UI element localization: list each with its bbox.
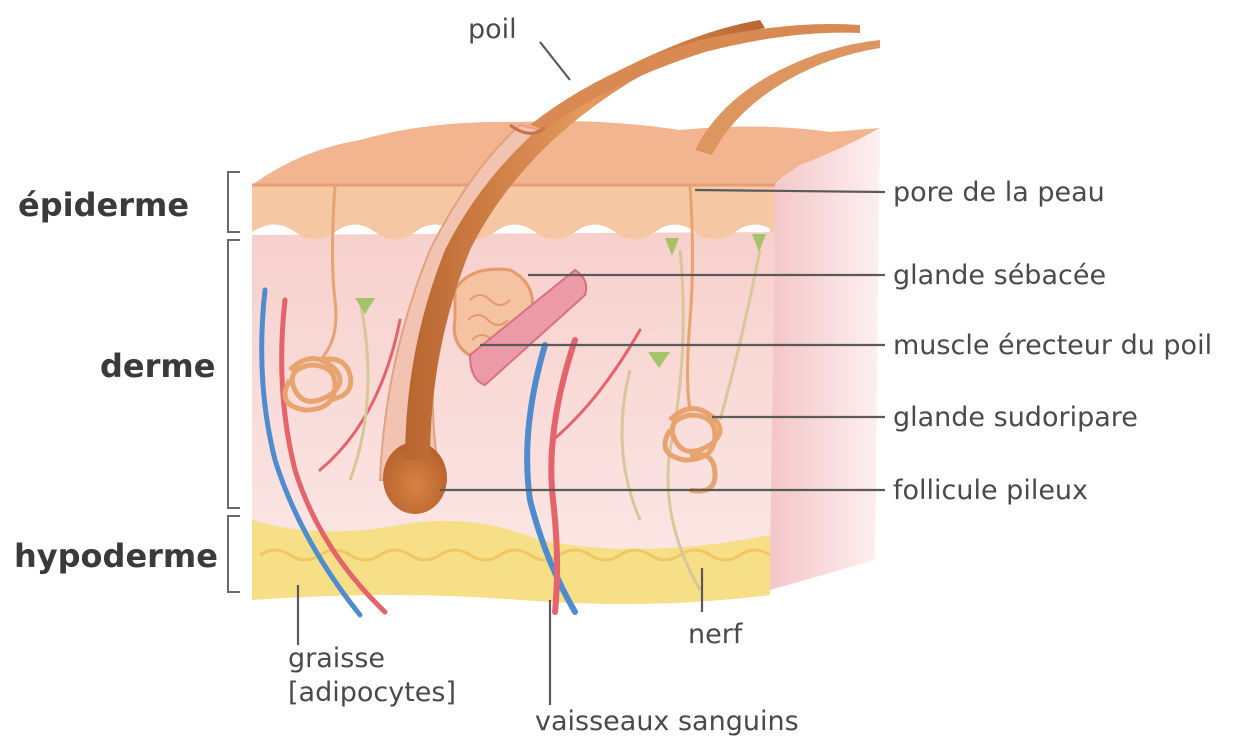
label-blood-vessels: vaisseaux sanguins xyxy=(535,706,799,737)
label-epidermis: épiderme xyxy=(18,186,189,224)
bracket-epidermis xyxy=(228,172,240,232)
bracket-dermis xyxy=(228,240,240,508)
layer-brackets xyxy=(228,172,240,592)
label-fat-line2: [adipocytes] xyxy=(288,677,456,708)
label-dermis: derme xyxy=(100,347,215,385)
label-nerve: nerf xyxy=(688,619,744,650)
label-sweat-gland: glande sudoripare xyxy=(893,402,1138,433)
bracket-hypodermis xyxy=(228,516,240,592)
label-sebaceous-gland: glande sébacée xyxy=(893,260,1106,291)
label-hypodermis: hypoderme xyxy=(14,537,218,575)
leader-hair xyxy=(540,42,570,80)
label-hair-follicle: follicule pileux xyxy=(893,475,1088,506)
label-hair: poil xyxy=(468,14,517,45)
label-pore: pore de la peau xyxy=(893,177,1105,208)
label-fat-line1: graisse xyxy=(288,643,385,674)
label-arrector-muscle: muscle érecteur du poil xyxy=(893,330,1212,361)
skin-side-face xyxy=(770,130,880,590)
epidermis-layer xyxy=(252,185,775,240)
